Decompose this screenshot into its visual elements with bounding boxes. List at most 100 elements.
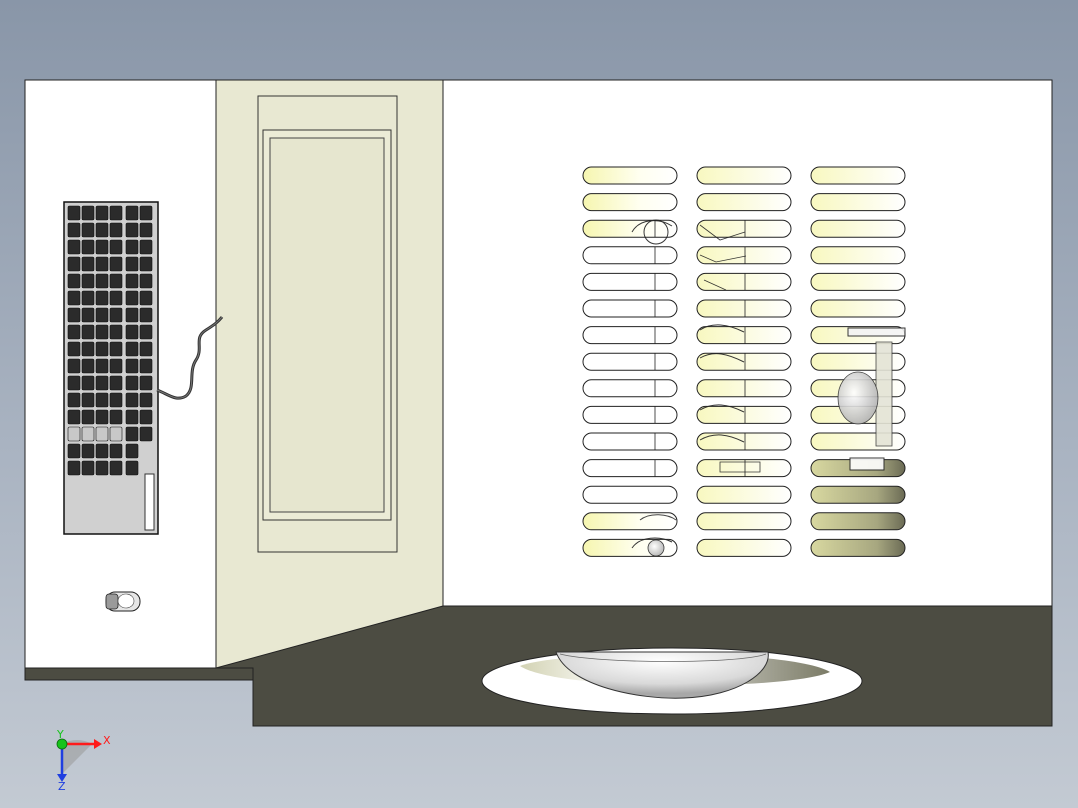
keyboard-key xyxy=(109,409,123,425)
keyboard-key xyxy=(125,375,139,391)
keyboard-key xyxy=(125,273,139,289)
keyboard-key xyxy=(95,392,109,408)
vent-slot xyxy=(696,326,792,345)
vent-slot xyxy=(582,512,678,531)
keyboard-key xyxy=(81,409,95,425)
keyboard-key xyxy=(125,426,139,442)
vent-slot xyxy=(810,272,906,291)
keyboard-key xyxy=(67,392,81,408)
vent-slot xyxy=(582,246,678,265)
keyboard-key xyxy=(109,222,123,238)
keyboard-key xyxy=(67,307,81,323)
keyboard-key xyxy=(67,239,81,255)
keyboard-key xyxy=(95,324,109,340)
keyboard-key xyxy=(109,273,123,289)
axis-triad-icon: X Y Z xyxy=(56,728,111,793)
keyboard-key xyxy=(67,443,81,459)
keyboard-key xyxy=(67,290,81,306)
keyboard-key xyxy=(95,290,109,306)
vent-slot xyxy=(582,219,678,238)
keyboard-key xyxy=(139,375,153,391)
keyboard-keys xyxy=(67,205,153,476)
keyboard-key xyxy=(81,443,95,459)
keyboard-key xyxy=(109,256,123,272)
keyboard-key xyxy=(109,460,123,476)
keyboard-key xyxy=(109,375,123,391)
vent-slot xyxy=(582,485,678,504)
keyboard-key xyxy=(95,273,109,289)
keyboard-key xyxy=(109,426,123,442)
vent-slot xyxy=(696,485,792,504)
keyboard-key xyxy=(125,307,139,323)
keyboard-key xyxy=(139,341,153,357)
keyboard-key xyxy=(125,392,139,408)
keyboard-key xyxy=(139,409,153,425)
keyboard-key xyxy=(139,426,153,442)
vent-slot xyxy=(810,512,906,531)
keyboard-key xyxy=(67,324,81,340)
keyboard-key xyxy=(125,205,139,221)
keyboard-key xyxy=(95,256,109,272)
vent-slot xyxy=(810,299,906,318)
axis-y-label: Y xyxy=(56,728,64,741)
vent-slot xyxy=(696,405,792,424)
vent-slot xyxy=(696,193,792,212)
keyboard-key xyxy=(81,358,95,374)
keyboard-key xyxy=(139,358,153,374)
keyboard-key xyxy=(81,460,95,476)
vent-slot xyxy=(696,166,792,185)
keyboard-key xyxy=(125,290,139,306)
door-outer-frame xyxy=(257,95,398,553)
keyboard-key xyxy=(125,409,139,425)
keyboard-key xyxy=(139,273,153,289)
keyboard-key xyxy=(109,205,123,221)
vent-slot xyxy=(810,538,906,557)
vent-slot xyxy=(810,193,906,212)
keyboard-key xyxy=(67,358,81,374)
keyboard-key xyxy=(109,307,123,323)
vent-slot xyxy=(810,485,906,504)
vent-slot xyxy=(696,538,792,557)
vent-slot xyxy=(810,246,906,265)
keyboard-key xyxy=(81,290,95,306)
keyboard-key xyxy=(95,443,109,459)
keyboard-key xyxy=(125,358,139,374)
keyboard-key xyxy=(81,392,95,408)
vent-slot xyxy=(810,166,906,185)
vent-slot xyxy=(582,432,678,451)
keyboard-numpad-slot xyxy=(144,473,155,531)
vent-slot xyxy=(582,272,678,291)
vent-slot xyxy=(696,299,792,318)
keyboard-key xyxy=(67,341,81,357)
axis-z-label: Z xyxy=(58,780,66,793)
vent-slot xyxy=(582,459,678,478)
keyboard-key xyxy=(109,392,123,408)
keyboard-key xyxy=(109,324,123,340)
keyboard-key xyxy=(125,256,139,272)
keyboard-key xyxy=(125,324,139,340)
keyboard-key xyxy=(95,460,109,476)
keyboard-key xyxy=(81,324,95,340)
keyboard-key xyxy=(139,324,153,340)
keyboard-key xyxy=(95,426,109,442)
keyboard-key xyxy=(81,239,95,255)
keyboard-key xyxy=(67,426,81,442)
keyboard-key xyxy=(81,205,95,221)
keyboard-key xyxy=(81,256,95,272)
keyboard-key xyxy=(67,205,81,221)
keyboard-key xyxy=(125,460,139,476)
keyboard-key xyxy=(139,290,153,306)
keyboard-key xyxy=(139,205,153,221)
keyboard-key xyxy=(109,239,123,255)
mouse-icon xyxy=(105,591,141,612)
keyboard-key xyxy=(125,341,139,357)
vent-slot xyxy=(696,272,792,291)
keyboard-key xyxy=(95,205,109,221)
keyboard-key xyxy=(95,409,109,425)
keyboard-key xyxy=(95,341,109,357)
keyboard-key xyxy=(125,222,139,238)
vent-slot xyxy=(696,219,792,238)
vent-slot xyxy=(810,219,906,238)
keyboard-key xyxy=(67,256,81,272)
